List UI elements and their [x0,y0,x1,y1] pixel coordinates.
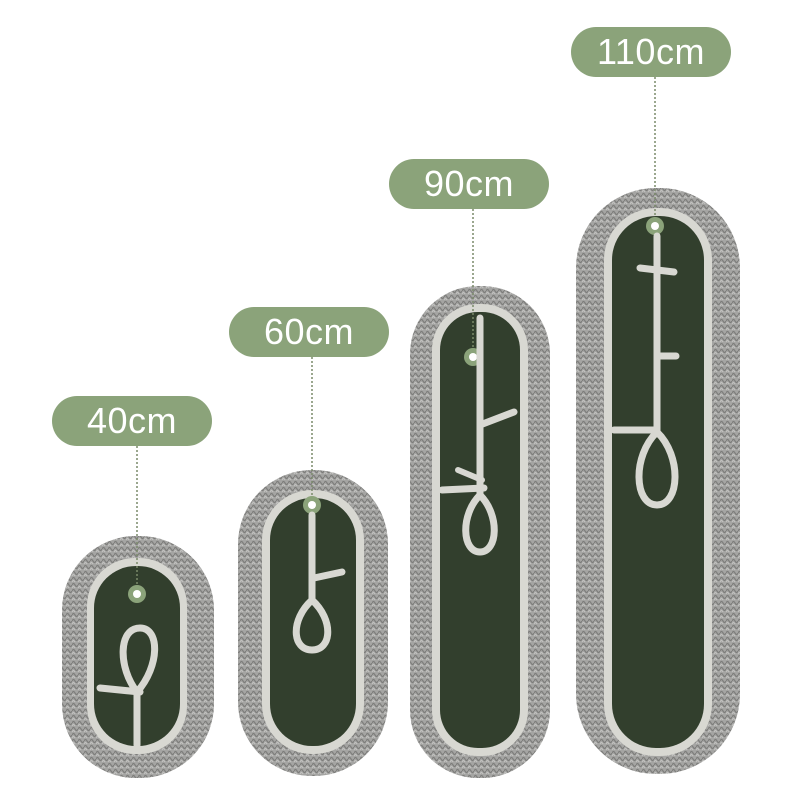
pad-center [94,566,180,746]
strap-loop [462,314,498,556]
pad-center [612,216,704,748]
strap-loop [119,624,159,749]
size-label-110cm: 110cm [571,27,731,77]
strap-tab [310,568,346,582]
pad-center [270,498,356,746]
mop-pad-40cm [62,446,214,778]
size-label-90cm: 90cm [389,159,549,209]
strap-tab-upper [476,408,518,429]
strap-tab [96,684,144,696]
strap-loop [292,511,332,654]
mop-pad-110cm [576,77,740,774]
mop-pad-60cm [238,357,388,776]
mop-pad-90cm [410,209,550,778]
strap-loop [635,232,679,509]
size-label-60cm: 60cm [229,307,389,357]
size-label-40cm: 40cm [52,396,212,446]
strap-tab-lower [438,484,488,494]
strap-tab-upper [636,264,678,276]
